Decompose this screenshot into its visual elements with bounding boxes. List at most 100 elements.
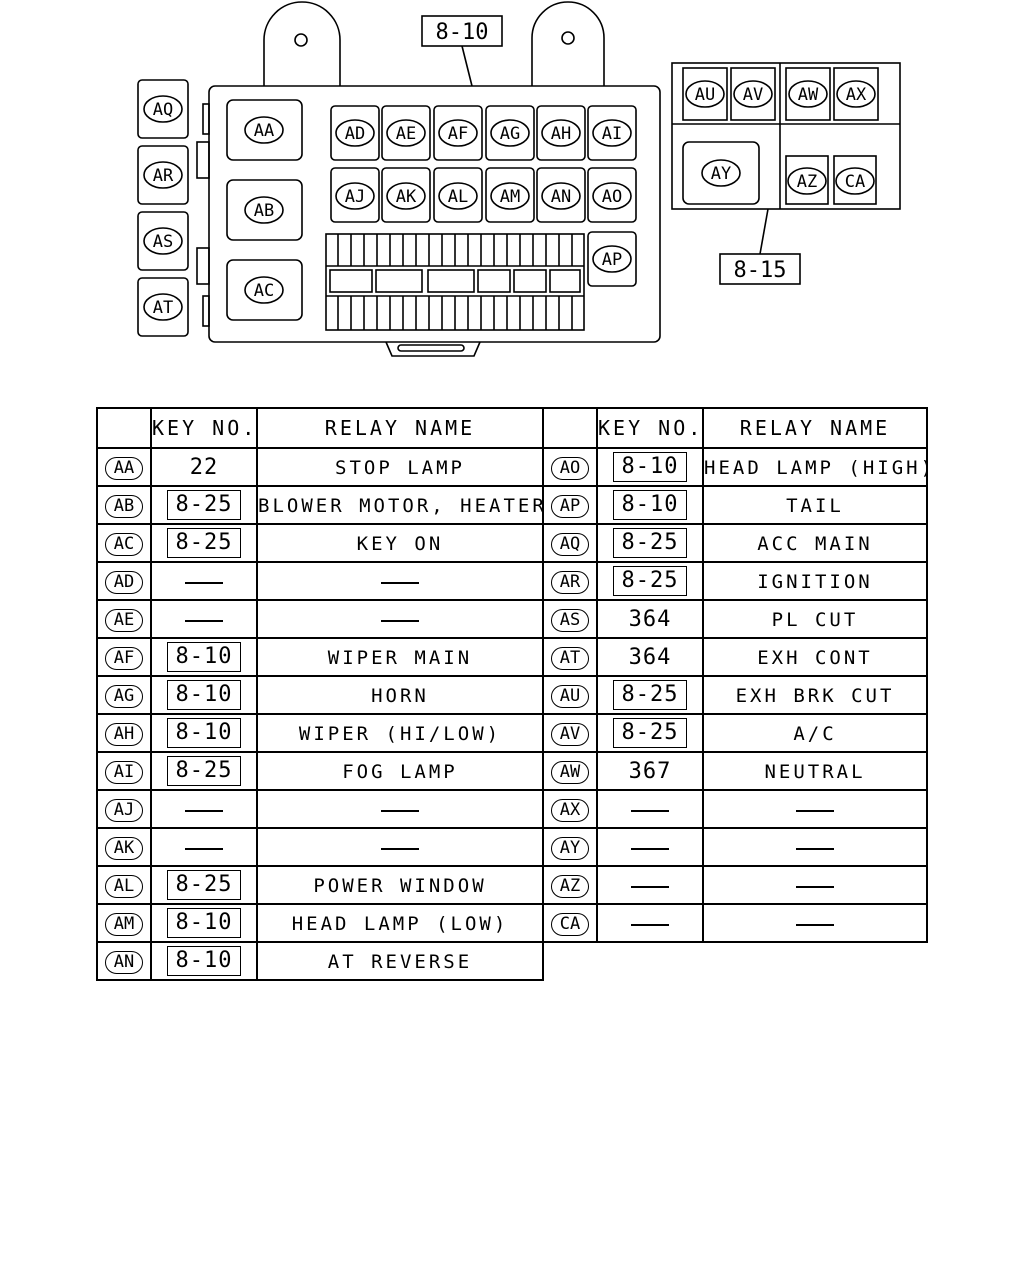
badge-outline	[541, 119, 581, 147]
relay-code-cell: AI	[96, 751, 152, 791]
relay-code-badge-as: AS	[143, 227, 183, 255]
key-no-cell	[150, 789, 258, 829]
relay-name-cell: WIPER (HI/LOW)	[256, 713, 544, 753]
mounting-hole-left	[294, 33, 308, 47]
relay-code-badge: AV	[551, 723, 589, 746]
badge-outline	[143, 95, 183, 123]
main-relay-box	[208, 85, 661, 343]
empty-dash	[631, 885, 669, 888]
relay-name: NEUTRAL	[764, 761, 866, 783]
badge-label: AX	[846, 85, 867, 105]
relay-name-cell: STOP LAMP	[256, 447, 544, 487]
relay-name: HEAD LAMP (LOW)	[291, 913, 509, 935]
relay-code-badge: AC	[105, 533, 143, 556]
relay-code-badge: AF	[105, 647, 143, 670]
relay-name-cell	[256, 561, 544, 601]
relay-code-badge: AQ	[551, 533, 589, 556]
relay-code-badge: AK	[105, 837, 143, 860]
table-row: AY	[542, 827, 928, 867]
badge-outline	[438, 119, 478, 147]
empty-dash	[796, 809, 834, 812]
key-no-cell: 8-10	[150, 941, 258, 981]
relay-slot-an	[536, 167, 586, 223]
empty-dash	[631, 809, 669, 812]
key-no: 22	[189, 454, 219, 480]
relay-code-badge-av: AV	[733, 80, 773, 108]
relay-code-badge: AS	[551, 609, 589, 632]
empty-dash	[381, 809, 419, 812]
relay-code-badge-ax: AX	[836, 80, 876, 108]
key-no-cell	[596, 865, 704, 905]
badge-label: AC	[254, 281, 274, 301]
key-no-cell: 364	[596, 637, 704, 677]
relay-code-badge-aw: AW	[788, 80, 828, 108]
relay-code-cell: AP	[542, 485, 598, 525]
relay-code-badge: AY	[551, 837, 589, 860]
relay-slot-ca	[833, 155, 877, 205]
key-ref-boxed: 8-25	[166, 528, 242, 558]
key-no-cell: 8-25	[150, 751, 258, 791]
relay-slot-ac	[226, 259, 303, 321]
key-no-cell: 8-10	[150, 713, 258, 753]
relay-slot-aq	[137, 79, 189, 139]
relay-name: STOP LAMP	[335, 457, 465, 479]
relay-code-cell: AG	[96, 675, 152, 715]
relay-code-cell: AV	[542, 713, 598, 753]
relay-code-badge: AJ	[105, 799, 143, 822]
relay-code-cell: AL	[96, 865, 152, 905]
badge-label: AG	[500, 124, 520, 144]
key-ref-boxed: 8-25	[166, 870, 242, 900]
relay-code-badge-aa: AA	[244, 116, 284, 144]
relay-code-badge: AE	[105, 609, 143, 632]
header-key-no: KEY NO.	[596, 407, 704, 449]
key-no-cell: 8-25	[150, 865, 258, 905]
relay-code-badge-ai: AI	[592, 119, 632, 147]
empty-dash	[631, 847, 669, 850]
key-no-cell: 8-10	[150, 637, 258, 677]
empty-dash	[796, 885, 834, 888]
relay-code-badge-aq: AQ	[143, 95, 183, 123]
relay-slot-ar	[137, 145, 189, 205]
badge-label: AM	[500, 187, 520, 207]
key-ref-boxed: 8-25	[612, 718, 688, 748]
relay-code-badge: AZ	[551, 875, 589, 898]
badge-outline	[490, 182, 530, 210]
relay-code-badge-ae: AE	[386, 119, 426, 147]
badge-outline	[244, 196, 284, 224]
badge-outline	[685, 80, 725, 108]
relay-slot-al	[433, 167, 483, 223]
relay-name: HEAD LAMP (HIGH)	[704, 457, 927, 479]
relay-code-badge: AT	[551, 647, 589, 670]
relay-code-cell: AN	[96, 941, 152, 981]
relay-code-badge: AO	[551, 457, 589, 480]
relay-slot-aa	[226, 99, 303, 161]
relay-code-badge-ao: AO	[592, 182, 632, 210]
relay-name-cell: BLOWER MOTOR, HEATER	[256, 485, 544, 525]
key-no-cell: 8-10	[150, 903, 258, 943]
key-no-cell: 8-10	[596, 485, 704, 525]
relay-code-badge-ad: AD	[335, 119, 375, 147]
badge-outline	[836, 80, 876, 108]
relay-code-cell: AU	[542, 675, 598, 715]
relay-name-cell: HEAD LAMP (HIGH)	[702, 447, 928, 487]
relay-name-cell: ACC MAIN	[702, 523, 928, 563]
relay-code-badge: AW	[551, 761, 589, 784]
relay-code-badge: AP	[551, 495, 589, 518]
relay-code-badge-ab: AB	[244, 196, 284, 224]
key-no-cell: 8-25	[596, 561, 704, 601]
relay-code-cell: AM	[96, 903, 152, 943]
badge-label: AA	[254, 121, 274, 141]
relay-code-badge: AB	[105, 495, 143, 518]
relay-slot-af	[433, 105, 483, 161]
relay-slot-aw	[785, 67, 831, 121]
relay-name: KEY ON	[356, 533, 444, 555]
sub-relay-box	[671, 62, 901, 210]
